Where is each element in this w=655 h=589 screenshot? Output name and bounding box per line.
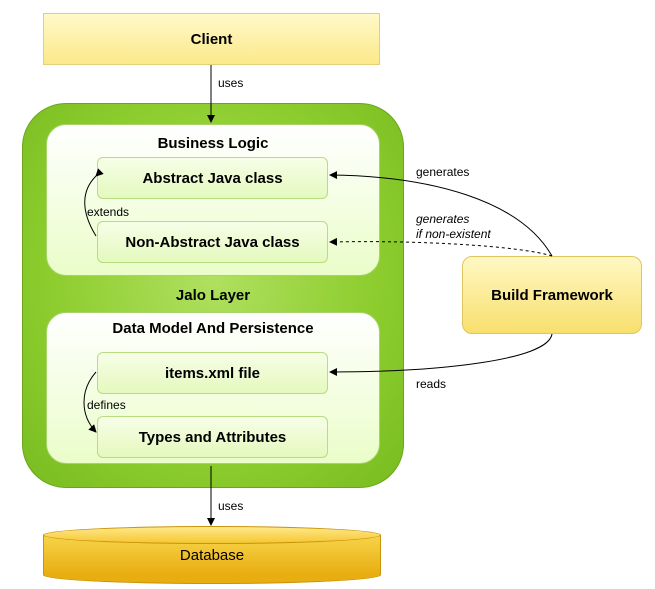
build-framework-label: Build Framework — [491, 286, 613, 304]
abstract-java-class-box: Abstract Java class — [97, 157, 328, 199]
generates-arrow — [329, 171, 553, 257]
database-label: Database — [179, 546, 245, 564]
abstract-java-class-label: Abstract Java class — [142, 169, 283, 187]
defines-arrow — [83, 371, 97, 433]
reads-label: reads — [416, 377, 447, 391]
non-abstract-java-class-box: Non-Abstract Java class — [97, 221, 328, 263]
db-uses-label: uses — [218, 499, 244, 513]
database-cylinder-top — [43, 526, 381, 544]
jalo-layer-label: Jalo Layer — [175, 286, 251, 304]
items-xml-file-box: items.xml file — [97, 352, 328, 394]
build-framework-box: Build Framework — [462, 256, 642, 334]
generates-if-label-line1: generates — [416, 212, 470, 226]
client-label: Client — [190, 30, 233, 48]
generates-label: generates — [416, 165, 470, 179]
business-logic-title: Business Logic — [157, 135, 269, 152]
client-box: Client — [43, 13, 380, 65]
types-and-attributes-label: Types and Attributes — [138, 428, 287, 446]
extends-label: extends — [87, 205, 130, 219]
reads-arrow — [329, 333, 553, 376]
types-and-attributes-box: Types and Attributes — [97, 416, 328, 458]
client-uses-label: uses — [218, 76, 244, 90]
data-model-title: Data Model And Persistence — [112, 320, 314, 337]
non-abstract-java-class-label: Non-Abstract Java class — [125, 233, 300, 251]
generates-if-label-line2: if non-existent — [416, 227, 491, 241]
items-xml-file-label: items.xml file — [164, 364, 261, 382]
defines-label: defines — [87, 398, 126, 412]
extends-arrow — [84, 168, 104, 237]
generates-if-non-existent-arrow — [329, 237, 553, 257]
